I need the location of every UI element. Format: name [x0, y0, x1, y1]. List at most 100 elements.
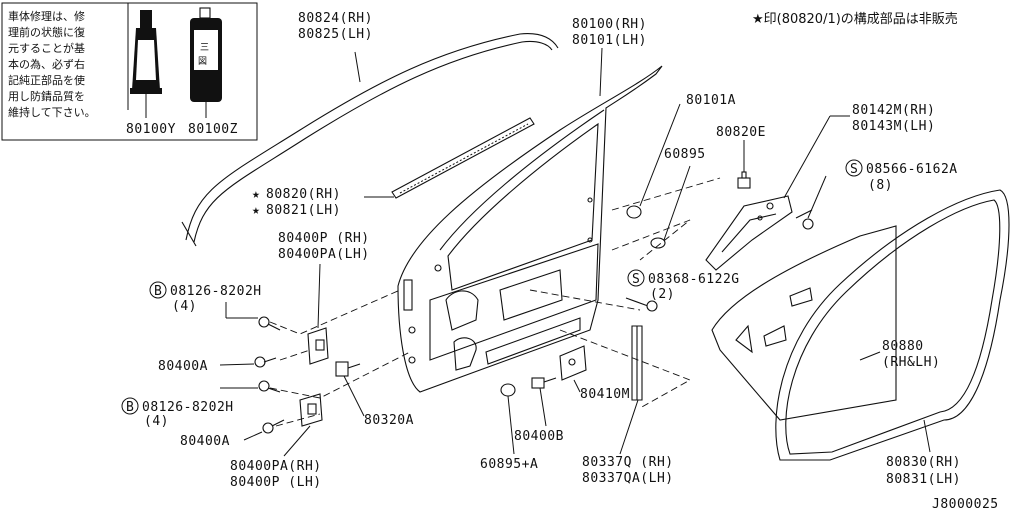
part-label-80143m: 80143M(LH) [852, 119, 935, 134]
part-label-80830: 80830(RH) [886, 455, 961, 470]
bolt-08126-upper [258, 316, 281, 331]
screw-symbol-08566: S [845, 159, 863, 177]
part-label-80400p-lower: 80400P (LH) [230, 475, 322, 490]
leader-80400pa-lower [283, 425, 311, 457]
svg-text:図: 図 [198, 56, 207, 67]
inset-line-4: 本の為、必ず右 [8, 57, 85, 71]
diagram-id: J8000025 [932, 497, 999, 512]
qty-08368: (2) [650, 287, 675, 302]
part-label-80100z: 80100Z [188, 122, 238, 137]
screw-symbol-08368: S [627, 269, 645, 287]
part-label-80821: 80821(LH) [266, 203, 341, 218]
leader-80101a [639, 103, 681, 207]
leader-80100 [599, 47, 603, 97]
leader-80400a-lower [243, 431, 263, 441]
hinge-ref-lower-2 [275, 413, 321, 427]
door-check-80320a [335, 361, 361, 377]
part-label-80400pa: 80400PA(LH) [278, 247, 370, 262]
clip-80820e [737, 171, 751, 189]
part-label-80825: 80825(LH) [298, 27, 373, 42]
leader-80400a-upper [219, 363, 255, 366]
plug-60895 [650, 237, 666, 249]
bolt-symbol-08126-upper: B [149, 281, 167, 299]
part-label-80410m: 80410M [580, 387, 630, 402]
part-label-08368: 08368-6122G [648, 272, 740, 287]
screw-08566 [795, 209, 814, 230]
part-label-80100: 80100(RH) [572, 17, 647, 32]
rust-proof-can-icon: 三 図 [190, 7, 222, 118]
part-label-80337q: 80337Q (RH) [582, 455, 674, 470]
part-label-80400b: 80400B [514, 429, 564, 444]
part-label-60895: 60895 [664, 147, 706, 162]
part-label-80320a: 80320A [364, 413, 414, 428]
front-door-shell [397, 65, 663, 393]
leader-80142m [783, 115, 831, 199]
sealant-tube-icon [130, 10, 162, 118]
bolt-80400b [531, 377, 557, 389]
hinge-ref-upper [269, 289, 401, 335]
leader-80400p [317, 263, 321, 329]
roof-drip-molding [181, 33, 559, 247]
star-80820: ★ [252, 187, 260, 202]
sash-bracket-80142m [705, 195, 793, 271]
ref-line-3 [529, 289, 641, 311]
part-label-80820e: 80820E [716, 125, 766, 140]
part-label-80101a: 80101A [686, 93, 736, 108]
leader-60895 [663, 165, 691, 241]
star-80821: ★ [252, 203, 260, 218]
ref-line-1 [611, 177, 721, 211]
inset-line-7: 維持して下さい。 [8, 105, 96, 119]
leader-80824 [354, 51, 361, 83]
part-label-80101: 80101(LH) [572, 33, 647, 48]
inset-line-3: 元することが基 [8, 41, 85, 55]
lower-hinge-80400pa [299, 393, 323, 427]
part-label-80400pa-lower: 80400PA(RH) [230, 459, 322, 474]
plug-60895a [500, 383, 516, 397]
inset-line-6: 用し防錆品質を [8, 89, 85, 103]
part-label-80400a-lower: 80400A [180, 434, 230, 449]
inset-line-5: 記純正部品を使 [8, 73, 85, 87]
svg-text:S: S [632, 272, 640, 287]
screw-08368 [625, 297, 658, 312]
part-label-80831: 80831(LH) [886, 472, 961, 487]
svg-text:三: 三 [200, 43, 209, 53]
leader-80400b [539, 387, 547, 427]
door-sealing-screen-80880 [711, 225, 897, 421]
leader-60895a [507, 395, 515, 455]
part-label-80142m: 80142M(RH) [852, 103, 935, 118]
part-label-80100y: 80100Y [126, 122, 176, 137]
part-label-80880-side: (RH&LH) [882, 355, 940, 370]
glass-run-80337q [631, 325, 643, 401]
part-label-80400a-upper: 80400A [158, 359, 208, 374]
bolt-symbol-08126-lower: B [121, 397, 139, 415]
leader-80337q [619, 399, 639, 455]
inset-line-1: 車体修理は、修 [8, 9, 85, 23]
leader-80320a [343, 375, 365, 417]
leader-80830 [923, 419, 931, 453]
part-label-80820: 80820(RH) [266, 187, 341, 202]
svg-text:B: B [126, 400, 134, 415]
svg-text:S: S [850, 162, 858, 177]
leader-08566 [807, 175, 827, 219]
glass-run-ref [559, 329, 692, 409]
regulator-bracket-80410m [559, 345, 587, 381]
plug-80101a [626, 205, 642, 219]
part-label-80337qa: 80337QA(LH) [582, 471, 674, 486]
bolt-08126-lower [258, 380, 281, 393]
part-label-08566: 08566-6162A [866, 162, 958, 177]
ref-line-2 [611, 219, 691, 261]
non-sale-notice: ★印(80820/1)の構成部品は非販売 [752, 11, 958, 27]
bolt-80400a-lower [262, 419, 285, 434]
inset-line-2: 理前の状態に復 [8, 25, 85, 39]
part-label-08126-upper: 08126-8202H [170, 284, 262, 299]
part-label-08126-lower: 08126-8202H [142, 400, 234, 415]
inset-border [1, 2, 258, 141]
svg-text:B: B [154, 284, 162, 299]
bolt-80400a-upper [254, 356, 277, 368]
part-label-60895a: 60895+A [480, 457, 538, 472]
part-label-80400p: 80400P (RH) [278, 231, 370, 246]
upper-hinge-80400p [307, 327, 329, 365]
part-label-80824: 80824(RH) [298, 11, 373, 26]
hinge-ref-upper-2 [279, 349, 311, 361]
